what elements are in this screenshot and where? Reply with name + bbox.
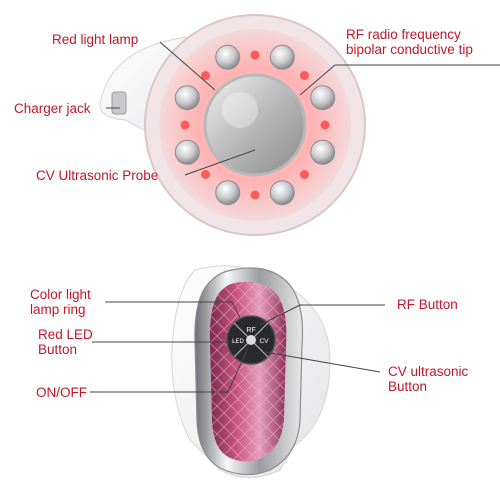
rf-tip-pad bbox=[215, 180, 241, 206]
label-charger-jack: Charger jack bbox=[14, 101, 91, 116]
label-rf-button: RF Button bbox=[397, 297, 458, 312]
rf-tip-pad bbox=[310, 85, 336, 111]
label-red-led-button: Red LED Button bbox=[38, 327, 93, 357]
rf-tip-pad bbox=[269, 180, 295, 206]
rf-bipolar-tips bbox=[174, 44, 336, 206]
red-led-lamp bbox=[320, 120, 330, 130]
label-red-light-lamp: Red light lamp bbox=[52, 32, 139, 47]
device-body bbox=[171, 265, 331, 478]
on-off-button[interactable] bbox=[246, 335, 256, 345]
label-on-off: ON/OFF bbox=[36, 385, 87, 400]
rf-tip-pad bbox=[174, 139, 200, 165]
label-cv-ultrasonic-probe: CV Ultrasonic Probe bbox=[36, 168, 159, 183]
red-led-lamp bbox=[300, 71, 309, 80]
cv-button-glyph[interactable]: CV bbox=[259, 338, 269, 345]
red-led-lamp bbox=[300, 170, 309, 179]
charger-jack bbox=[111, 91, 127, 115]
rf-tip-pad bbox=[269, 44, 295, 70]
red-led-lamp bbox=[201, 71, 210, 80]
red-led-lamp bbox=[180, 120, 190, 130]
label-color-light-lamp-ring: Color light lamp ring bbox=[30, 287, 91, 317]
rf-tip-pad bbox=[215, 44, 241, 70]
label-rf-tip: RF radio frequency bipolar conductive ti… bbox=[346, 27, 473, 57]
red-led-lamp bbox=[250, 50, 260, 60]
cv-ultrasonic-probe bbox=[203, 73, 307, 177]
label-cv-ultrasonic-button: CV ultrasonic Button bbox=[388, 364, 469, 394]
rf-tip-pad bbox=[174, 85, 200, 111]
red-led-lamp bbox=[250, 190, 260, 200]
rf-tip-pad bbox=[310, 139, 336, 165]
red-light-lamps bbox=[180, 50, 330, 200]
rf-button-glyph[interactable]: RF bbox=[246, 327, 255, 334]
red-led-lamp bbox=[201, 170, 210, 179]
leader-lines bbox=[90, 41, 500, 393]
red-led-button-glyph[interactable]: LED bbox=[232, 339, 244, 345]
